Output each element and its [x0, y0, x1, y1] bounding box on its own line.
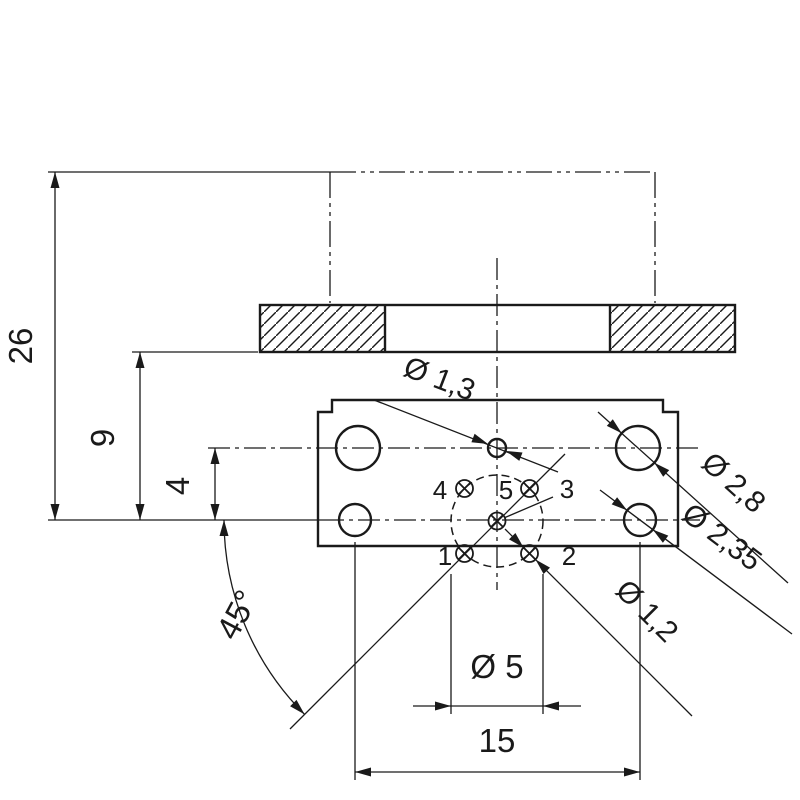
- pin-1: [455, 544, 474, 563]
- pin-label-5: 5: [499, 475, 513, 505]
- pin-label-2: 2: [562, 541, 576, 571]
- flange-hatch-right: [610, 305, 735, 352]
- dimension-4: 4: [159, 448, 220, 520]
- centerlines: [208, 258, 700, 590]
- hole-upper-right: [614, 424, 662, 472]
- pin-circle-dia5: [450, 474, 544, 568]
- dimension-26: 26: [2, 171, 330, 521]
- flange-section: [258, 303, 737, 354]
- dia-label-1-2: Ø 1,2: [609, 574, 684, 649]
- pin-3: [487, 511, 507, 531]
- hole-upper-left: [334, 424, 382, 472]
- dim-label-15: 15: [479, 722, 516, 759]
- body-outline: [316, 398, 680, 548]
- pin-4: [455, 479, 474, 498]
- dimension-15: 15: [354, 542, 641, 780]
- phantom-body-outline: [329, 171, 656, 303]
- dim-label-dia5: Ø 5: [470, 648, 523, 685]
- flange-hatch-left: [260, 305, 385, 352]
- pin-group: 4 5 3 1 2: [433, 474, 576, 571]
- leader-dia-2-8: [597, 411, 789, 584]
- hole-lower-right: [622, 502, 658, 538]
- dimension-dia-1-2: Ø 1,2: [504, 528, 693, 717]
- pin-label-1: 1: [438, 541, 452, 571]
- flange-outline: [258, 303, 737, 354]
- holes: [334, 424, 662, 538]
- angle-arc: [223, 519, 306, 715]
- pin-label-4: 4: [433, 475, 447, 505]
- leader-dia-1-3: [373, 399, 559, 473]
- hole-lower-left: [337, 502, 373, 538]
- dimension-dia-5: Ø 5: [413, 574, 581, 714]
- pin3-leader-line: [504, 496, 554, 519]
- dim-label-4: 4: [159, 477, 196, 495]
- pin-label-3: 3: [560, 474, 574, 504]
- leader-dia-2-35: [599, 489, 793, 635]
- dim-label-26: 26: [2, 328, 39, 365]
- pin-5: [520, 479, 539, 498]
- dimension-9: 9: [84, 351, 258, 520]
- dim-label-45: 45°: [209, 584, 265, 645]
- dim-label-9: 9: [84, 429, 121, 447]
- dimension-dia-1-3: Ø 1,3: [373, 351, 559, 473]
- angle-reference-line: [289, 453, 566, 730]
- hole-upper-center-small: [486, 437, 508, 459]
